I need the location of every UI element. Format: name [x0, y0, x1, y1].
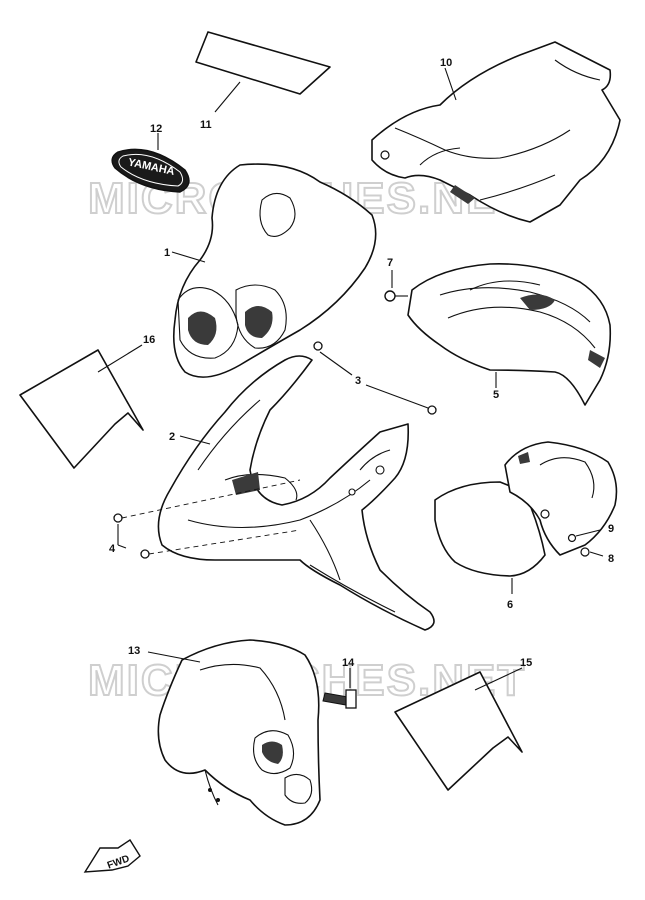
part-14-bolt[interactable] [322, 668, 357, 709]
part-3-screws[interactable] [313, 341, 437, 415]
part-11-label-sheet[interactable] [195, 31, 331, 113]
part-16-label-sheet[interactable] [19, 344, 144, 469]
callout-10: 10 [440, 57, 452, 69]
callout-1: 1 [164, 247, 170, 259]
callout-3: 3 [355, 375, 361, 387]
callout-11: 11 [200, 119, 212, 131]
part-9-washer[interactable] [567, 529, 601, 543]
callout-13: 13 [128, 645, 140, 657]
callout-2: 2 [169, 431, 175, 443]
part-6-lid[interactable] [434, 441, 618, 594]
part-8-screw[interactable] [580, 547, 604, 557]
callout-16: 16 [143, 334, 155, 346]
part-12-yamaha-emblem[interactable]: YAMAHA [111, 133, 190, 193]
callout-4: 4 [109, 543, 116, 555]
callout-7: 7 [387, 257, 393, 269]
callout-12: 12 [150, 123, 162, 135]
callout-15: 15 [520, 657, 532, 669]
part-2-front-cover[interactable] [157, 355, 435, 631]
part-7-bolt[interactable] [384, 270, 408, 302]
part-1-front-inner-panel[interactable] [171, 163, 377, 378]
part-13-inner-panel[interactable] [147, 639, 321, 826]
part-10-upper-cover[interactable] [371, 41, 621, 223]
callout-8: 8 [608, 553, 614, 565]
callout-9: 9 [608, 523, 614, 535]
callout-14: 14 [342, 657, 355, 669]
callout-5: 5 [493, 389, 499, 401]
part-5-inner-cover[interactable] [407, 263, 612, 406]
fwd-arrow-icon: FWD [83, 839, 141, 873]
part-4-screws[interactable] [113, 479, 301, 559]
callout-6: 6 [507, 599, 513, 611]
part-15-label-sheet[interactable] [394, 667, 523, 791]
